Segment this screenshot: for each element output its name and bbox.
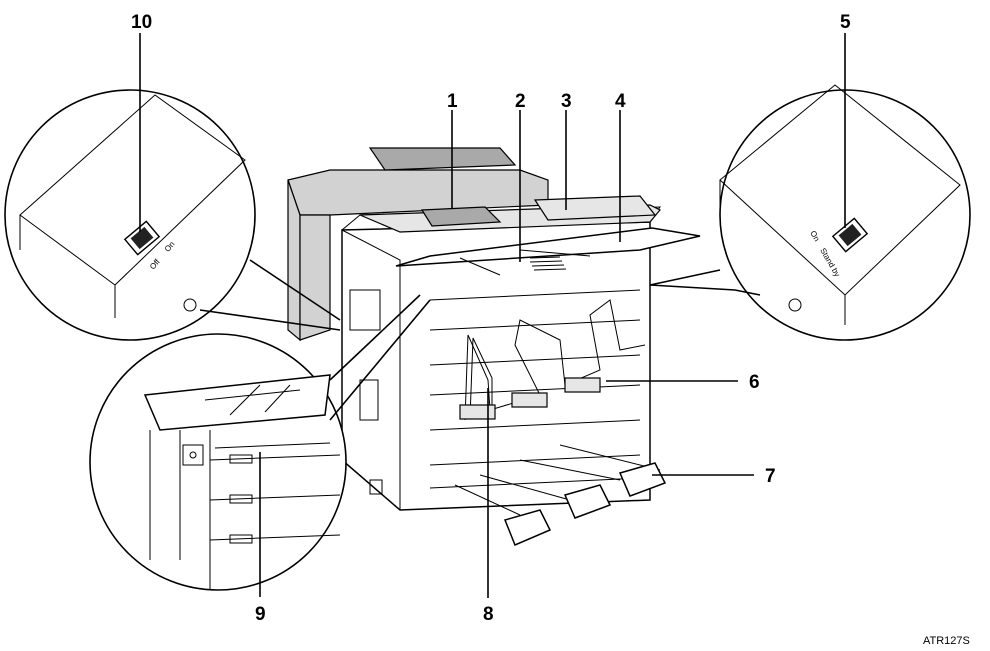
detail-circle-main-switch: Off On	[4, 89, 341, 341]
printer-body	[287, 147, 701, 511]
callout-5: 5	[840, 12, 851, 33]
callout-2: 2	[515, 91, 526, 112]
paper-output-guides	[459, 299, 646, 421]
figure-id: ATR127S	[923, 635, 970, 647]
callout-10: 10	[131, 12, 152, 33]
vent-grille	[529, 256, 567, 271]
callout-8: 8	[483, 604, 494, 625]
callout-labels: 10 1 2 3 4 5 6 7 8 9	[131, 12, 851, 625]
callout-9: 9	[255, 604, 266, 625]
callout-4: 4	[615, 91, 626, 112]
callout-3: 3	[561, 91, 572, 112]
operation-switch	[831, 217, 869, 253]
main-power-switch	[123, 220, 161, 256]
callout-leaders	[139, 33, 846, 598]
callout-7: 7	[765, 466, 776, 487]
callout-1: 1	[447, 91, 458, 112]
callout-6: 6	[749, 372, 760, 393]
detail-circle-paper-tray	[89, 294, 431, 591]
detail-circle-operation-switch: On Stand by	[649, 84, 971, 341]
